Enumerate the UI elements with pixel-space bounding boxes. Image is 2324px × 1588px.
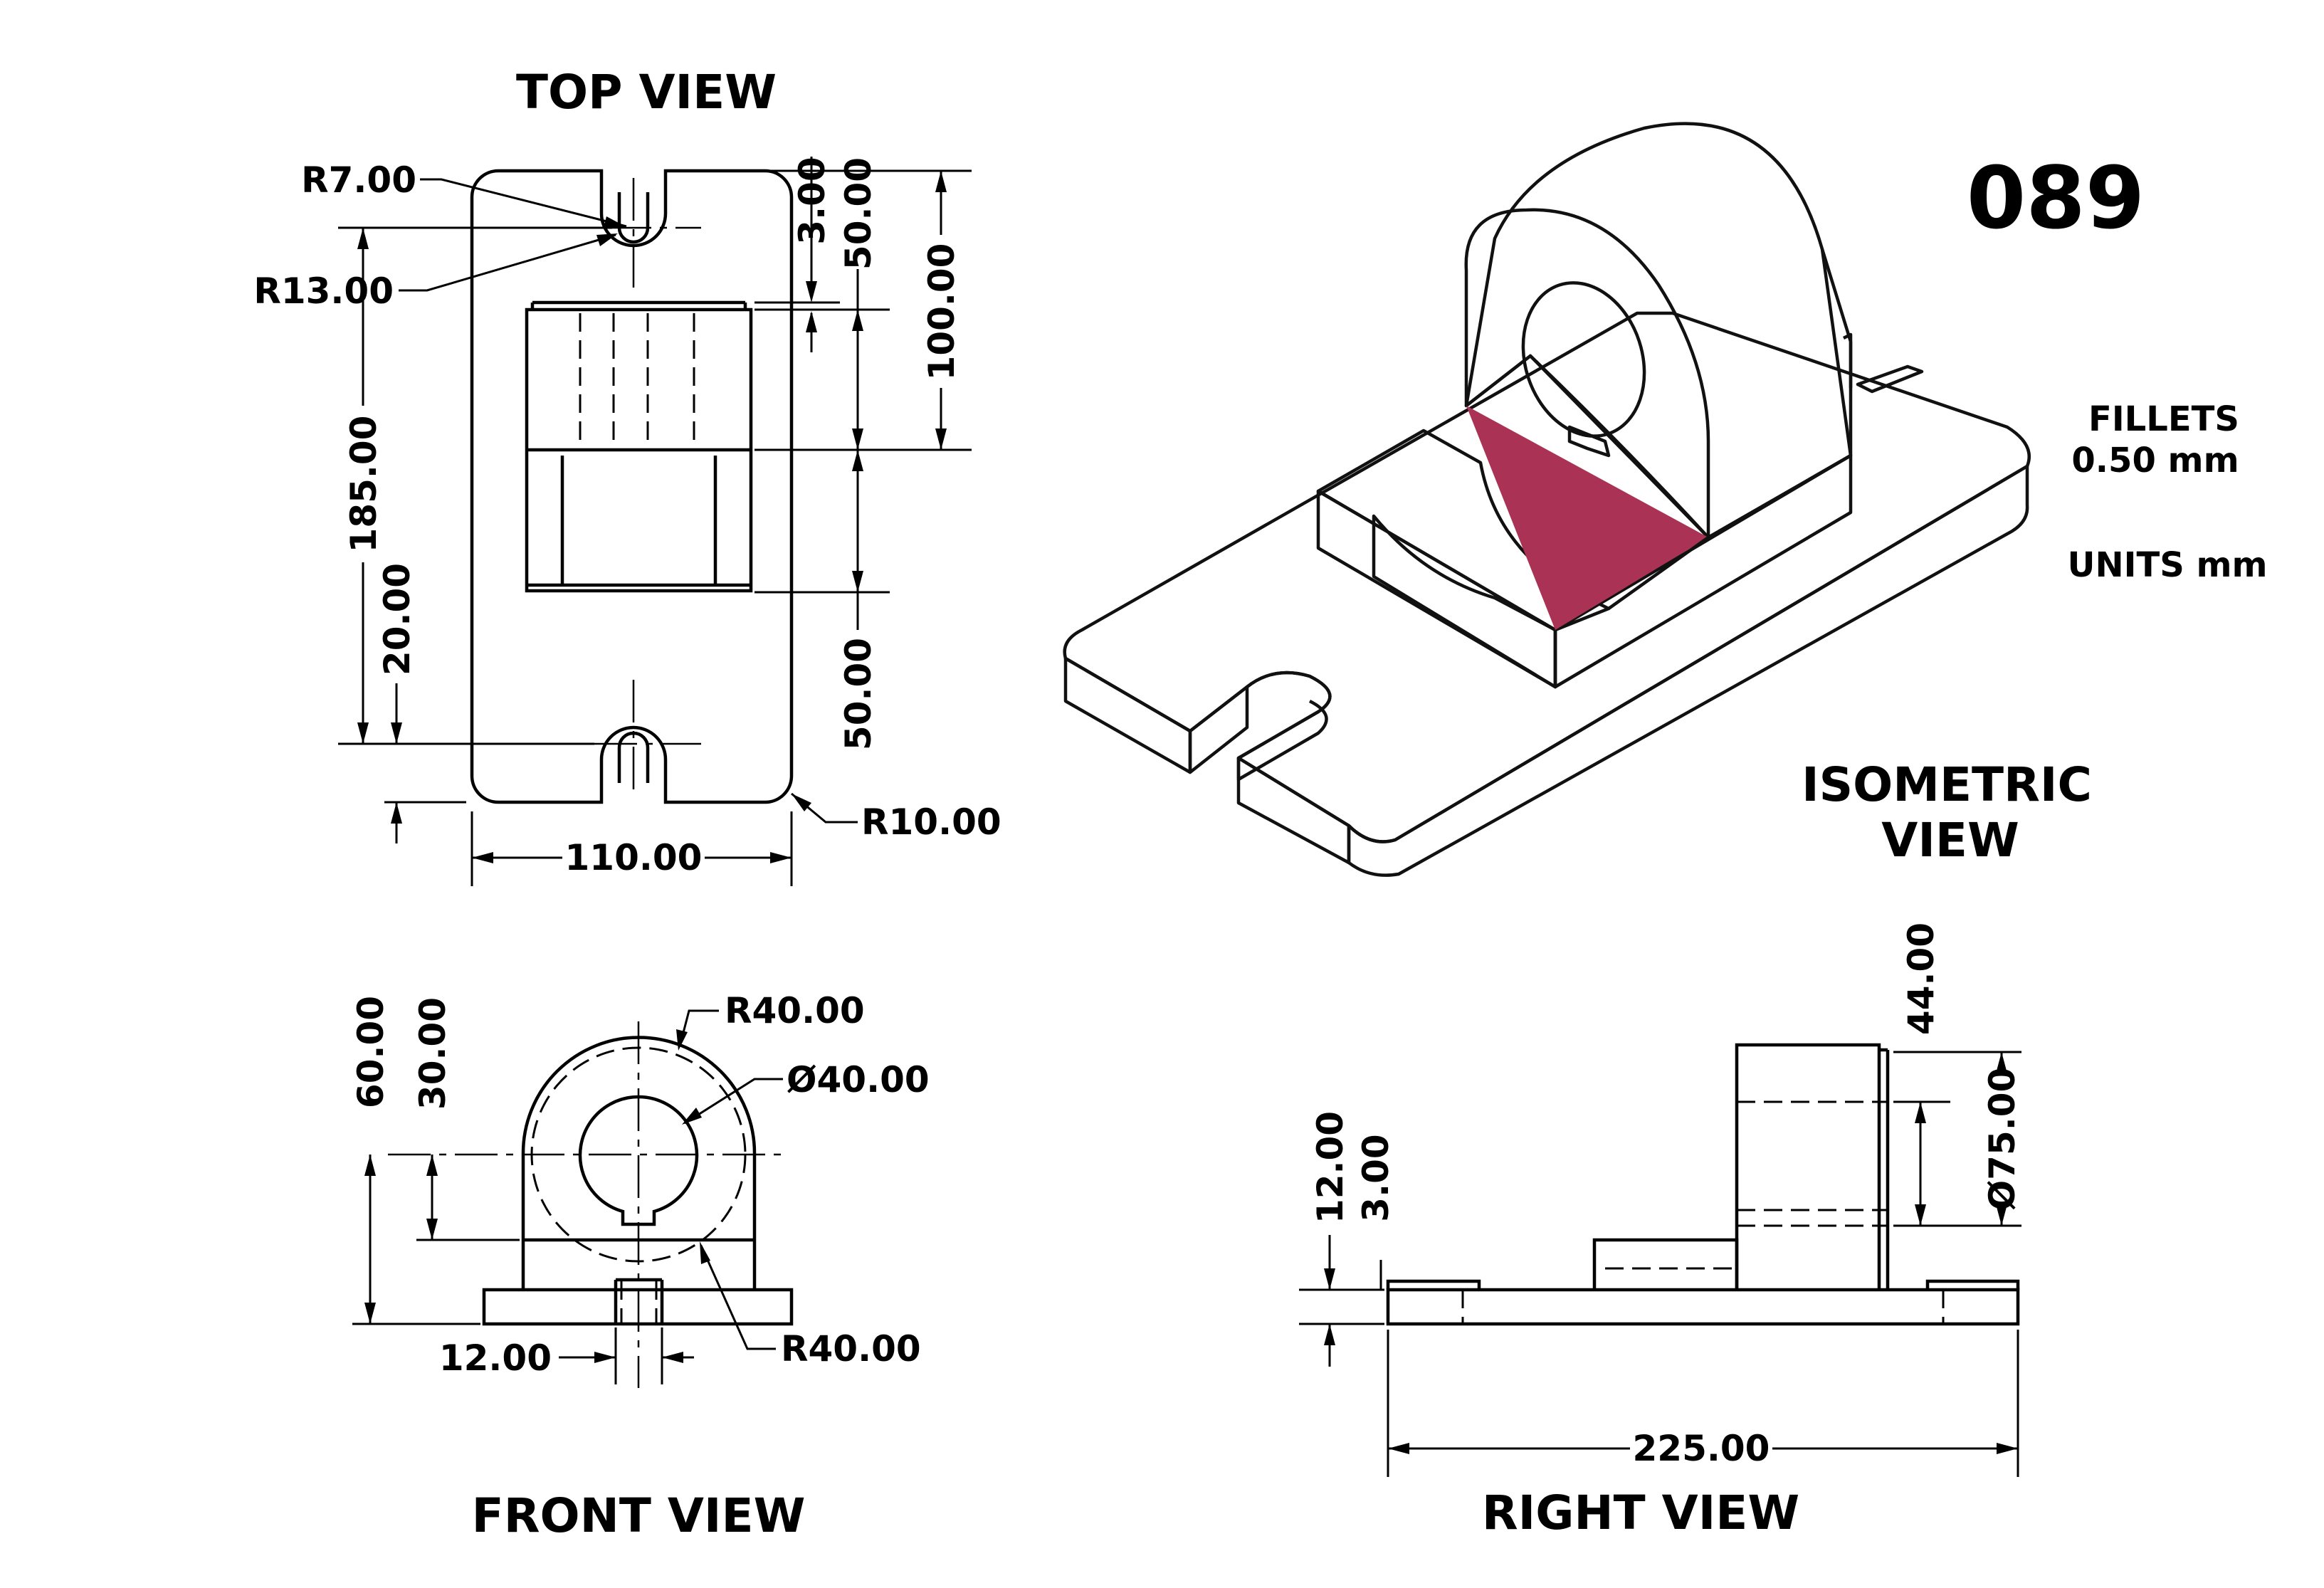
dim-100: 100.00 <box>921 243 962 381</box>
dim-50-lower: 50.00 <box>838 638 879 750</box>
dim-60: 60.00 <box>350 996 391 1108</box>
dim-r40-bottom: R40.00 <box>781 1328 921 1369</box>
dim-dia40: Ø40.00 <box>787 1059 930 1100</box>
dim-r10: R10.00 <box>861 801 1001 843</box>
dim-20: 20.00 <box>377 563 418 675</box>
top-view: TOP VIEW <box>253 65 1001 886</box>
dim-225: 225.00 <box>1633 1428 1770 1469</box>
drawing-number: 089 <box>1967 149 2145 248</box>
fillets-label: FILLETS <box>2088 399 2239 439</box>
iso-cylinder-body <box>1464 122 1853 540</box>
top-view-outline <box>470 169 794 804</box>
dim-3-right: 3.00 <box>1355 1134 1397 1221</box>
iso-base-left-side <box>1063 656 1192 774</box>
dim-12-right: 12.00 <box>1310 1111 1351 1224</box>
front-bore <box>578 1095 699 1226</box>
dim-r40-top: R40.00 <box>725 990 865 1031</box>
dim-r13: R13.00 <box>253 270 394 312</box>
isometric-view-title-1: ISOMETRIC <box>1802 757 2092 812</box>
iso-bore <box>1521 281 1646 438</box>
top-view-title: TOP VIEW <box>516 65 777 120</box>
dim-dia75: Ø75.00 <box>1982 1068 2023 1211</box>
units-note: UNITS mm <box>2067 545 2267 585</box>
right-view-title: RIGHT VIEW <box>1482 1486 1799 1540</box>
iso-cylinder-face <box>1464 208 1710 540</box>
right-base <box>1386 1288 2020 1326</box>
dim-3-top: 3.00 <box>792 157 833 244</box>
isometric-view-title-2: VIEW <box>1881 813 2019 868</box>
right-view: RIGHT VIEW 44.00 Ø75. <box>1299 922 2023 1540</box>
fillets-value: 0.50 mm <box>2071 441 2239 480</box>
dim-44: 44.00 <box>1900 922 1942 1035</box>
dim-r7: R7.00 <box>301 159 416 201</box>
front-view: FRONT VIEW 60.00 30.00 <box>350 990 930 1543</box>
top-slot-inner <box>617 192 650 244</box>
dim-185: 185.00 <box>343 416 384 553</box>
dim-110: 110.00 <box>565 837 703 878</box>
dim-30: 30.00 <box>412 997 453 1110</box>
dim-50-upper: 50.00 <box>838 157 879 270</box>
isometric-view <box>1063 122 2031 877</box>
front-view-title: FRONT VIEW <box>472 1488 806 1543</box>
dim-12-front: 12.00 <box>439 1337 552 1379</box>
